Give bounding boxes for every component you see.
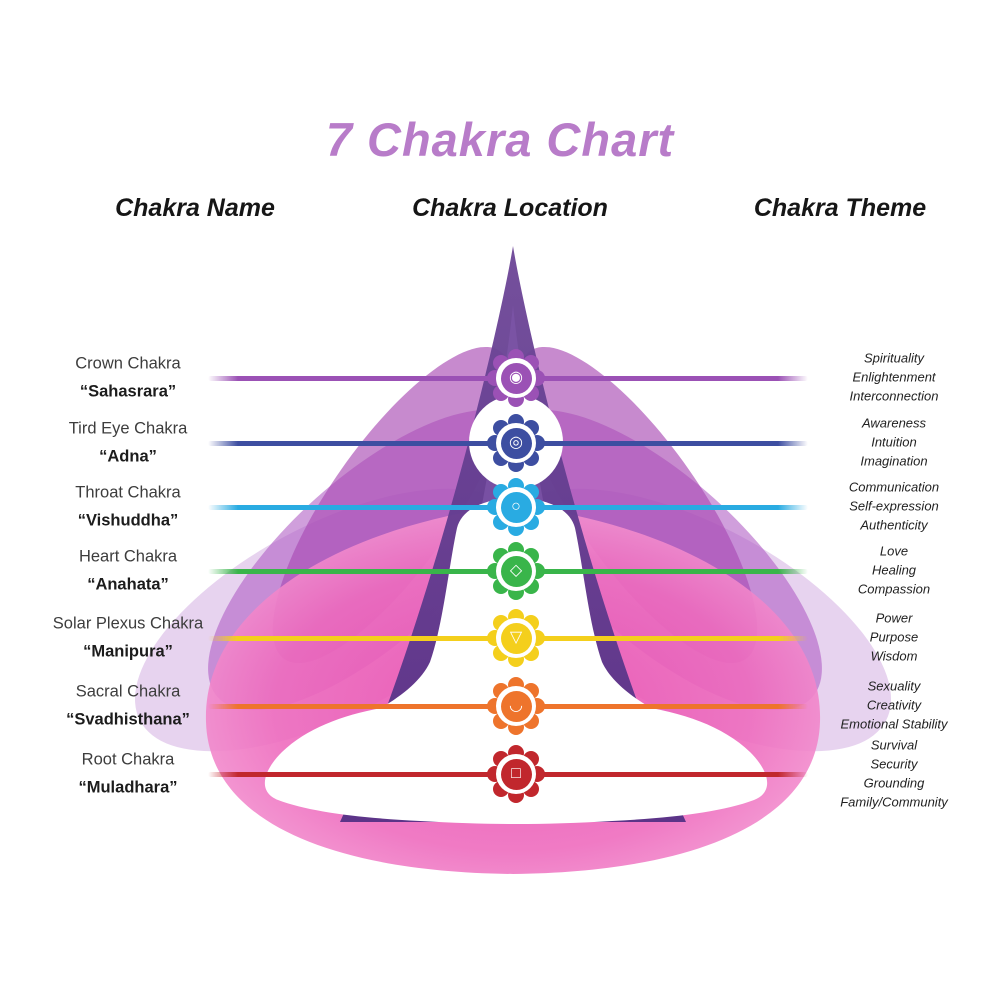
icon-core: ○ <box>496 487 536 527</box>
chakra-name: Tird Eye Chakra <box>68 419 188 438</box>
chakra-name: Crown Chakra <box>75 354 181 373</box>
chakra-name: Root Chakra <box>81 750 175 769</box>
icon-core: □ <box>496 754 536 794</box>
chakra-label: Solar Plexus Chakra “Manipura” <box>28 615 228 662</box>
chakra-label: Sacral Chakra “Svadhisthana” <box>28 683 228 730</box>
chakra-themes: Love Healing Compassion <box>857 543 931 597</box>
chakra-symbol-icon: ◉ <box>500 362 532 394</box>
chakra-sanskrit-name: “Sahasrara” <box>79 382 177 401</box>
chakra-themes: Communication Self-expression Authentici… <box>848 479 940 533</box>
page-title: 7 Chakra Chart <box>325 113 675 166</box>
chakra-themes: Survival Security Grounding Family/Commu… <box>840 737 948 809</box>
chakra-themes: Power Purpose Wisdom <box>869 610 919 664</box>
chakra-sanskrit-name: “Svadhisthana” <box>66 710 190 729</box>
sacral-chakra-icon: ◡ <box>487 677 545 735</box>
chakra-symbol-icon: ◇ <box>500 555 532 587</box>
chakra-symbol-icon: ◎ <box>500 427 532 459</box>
chakra-name: Throat Chakra <box>75 483 181 502</box>
chakra-name: Sacral Chakra <box>75 682 181 701</box>
chakra-label: Tird Eye Chakra “Adna” <box>28 420 228 467</box>
chakra-name: Solar Plexus Chakra <box>52 614 204 633</box>
column-header-theme: Chakra Theme <box>753 194 927 222</box>
icon-core: ▽ <box>496 618 536 658</box>
icon-core: ◡ <box>496 686 536 726</box>
throat-chakra-icon: ○ <box>487 478 545 536</box>
chakra-label: Root Chakra “Muladhara” <box>28 751 228 798</box>
column-header-location: Chakra Location <box>412 194 608 222</box>
crown-chakra-icon: ◉ <box>487 349 545 407</box>
chakra-label: Crown Chakra “Sahasrara” <box>28 355 228 402</box>
icon-core: ◇ <box>496 551 536 591</box>
chakra-label: Heart Chakra “Anahata” <box>28 548 228 595</box>
chakra-symbol-icon: ▽ <box>500 622 532 654</box>
chakra-sanskrit-name: “Vishuddha” <box>77 511 179 530</box>
chakra-themes: Sexuality Creativity Emotional Stability <box>840 678 948 732</box>
chakra-sanskrit-name: “Manipura” <box>83 642 173 661</box>
chakra-themes: Awareness Intuition Imagination <box>860 415 928 469</box>
icon-core: ◉ <box>496 358 536 398</box>
chakra-sanskrit-name: “Adna” <box>99 447 157 466</box>
solar-plexus-chakra-icon: ▽ <box>487 609 545 667</box>
heart-chakra-icon: ◇ <box>487 542 545 600</box>
chakra-sanskrit-name: “Anahata” <box>87 575 169 594</box>
chakra-symbol-icon: ◡ <box>500 690 532 722</box>
third-eye-chakra-icon: ◎ <box>487 414 545 472</box>
chakra-name: Heart Chakra <box>78 547 178 566</box>
chakra-symbol-icon: □ <box>500 758 532 790</box>
root-chakra-icon: □ <box>487 745 545 803</box>
chakra-themes: Spirituality Enlightenment Interconnecti… <box>849 350 939 404</box>
column-header-name: Chakra Name <box>115 194 275 222</box>
icon-core: ◎ <box>496 423 536 463</box>
chakra-symbol-icon: ○ <box>500 491 532 523</box>
chakra-label: Throat Chakra “Vishuddha” <box>28 484 228 531</box>
chakra-sanskrit-name: “Muladhara” <box>78 778 178 797</box>
